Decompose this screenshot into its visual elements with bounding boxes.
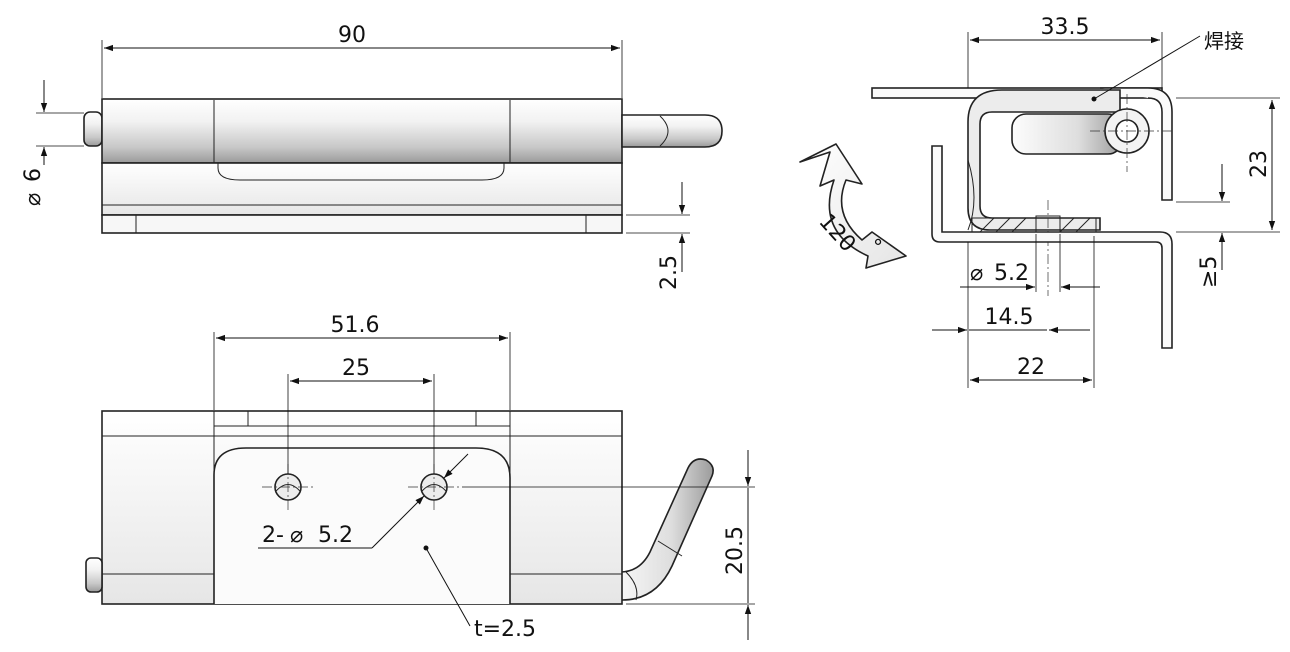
hole-callout: 2- ⌀ 5.2 (262, 523, 353, 548)
rotation-arrow: 120 ° (799, 143, 907, 269)
side-view: 90 ⌀ 6 2.5 (21, 23, 723, 290)
bracket (967, 89, 1121, 231)
dimension-20-5: 20.5 (723, 526, 748, 575)
dimension-min-5: ≥5 (1197, 256, 1222, 288)
dimension-33-5: 33.5 (1041, 15, 1090, 40)
pin-left-end (83, 111, 103, 147)
rotation-angle: 120 (814, 209, 861, 257)
base-section (971, 200, 1097, 296)
diameter-symbol: ⌀ (21, 193, 46, 206)
pin-shade (625, 571, 638, 601)
weld-shade (967, 159, 975, 231)
dimension-90: 90 (338, 23, 366, 48)
pin-right-end (621, 114, 723, 148)
pin-shade (657, 540, 683, 557)
leaf-plate (213, 447, 511, 604)
dimension-dia-6: ⌀ 6 (21, 168, 46, 206)
front-view: 51.6 25 2- ⌀ 5.2 20.5 t=2.5 (85, 313, 755, 642)
dimension-2-5: 2.5 (657, 255, 682, 290)
dimension-dia-5-2-right: ⌀ 5.2 (970, 261, 1029, 286)
leader-arrow (443, 453, 469, 479)
end-view: 33.5 焊接 23 ≥5 ⌀ 5.2 14.5 22 (799, 15, 1280, 388)
dimension-51-6: 51.6 (331, 313, 380, 338)
barrel (101, 98, 623, 164)
leader-line (1093, 35, 1201, 100)
pin-shade (659, 115, 669, 147)
diameter-symbol: ⌀ (970, 261, 983, 286)
dimension-25: 25 (342, 356, 370, 381)
diameter-symbol: ⌀ (290, 523, 303, 548)
leaf-recess (217, 163, 505, 181)
rotation-arrow-shape (799, 143, 907, 269)
hole-diameter: 5.2 (318, 523, 353, 548)
bent-pin (607, 458, 714, 601)
dimension-5-2: 5.2 (994, 261, 1029, 286)
leaf-body (101, 162, 623, 216)
dimension-22: 22 (1017, 355, 1045, 380)
thickness-note: t=2.5 (474, 617, 536, 642)
dimension-6: 6 (21, 168, 46, 182)
weld-label: 焊接 (1204, 29, 1244, 53)
hole-spec-prefix: 2- (262, 523, 284, 548)
dimension-23: 23 (1247, 150, 1272, 178)
lower-leaf (931, 145, 1173, 349)
pin-stub (85, 557, 103, 593)
leader-line (425, 547, 471, 627)
knuckle-wrap (1100, 87, 1173, 201)
base-plate (101, 214, 623, 234)
leader-arrow (371, 495, 425, 549)
dimension-14-5: 14.5 (985, 305, 1034, 330)
